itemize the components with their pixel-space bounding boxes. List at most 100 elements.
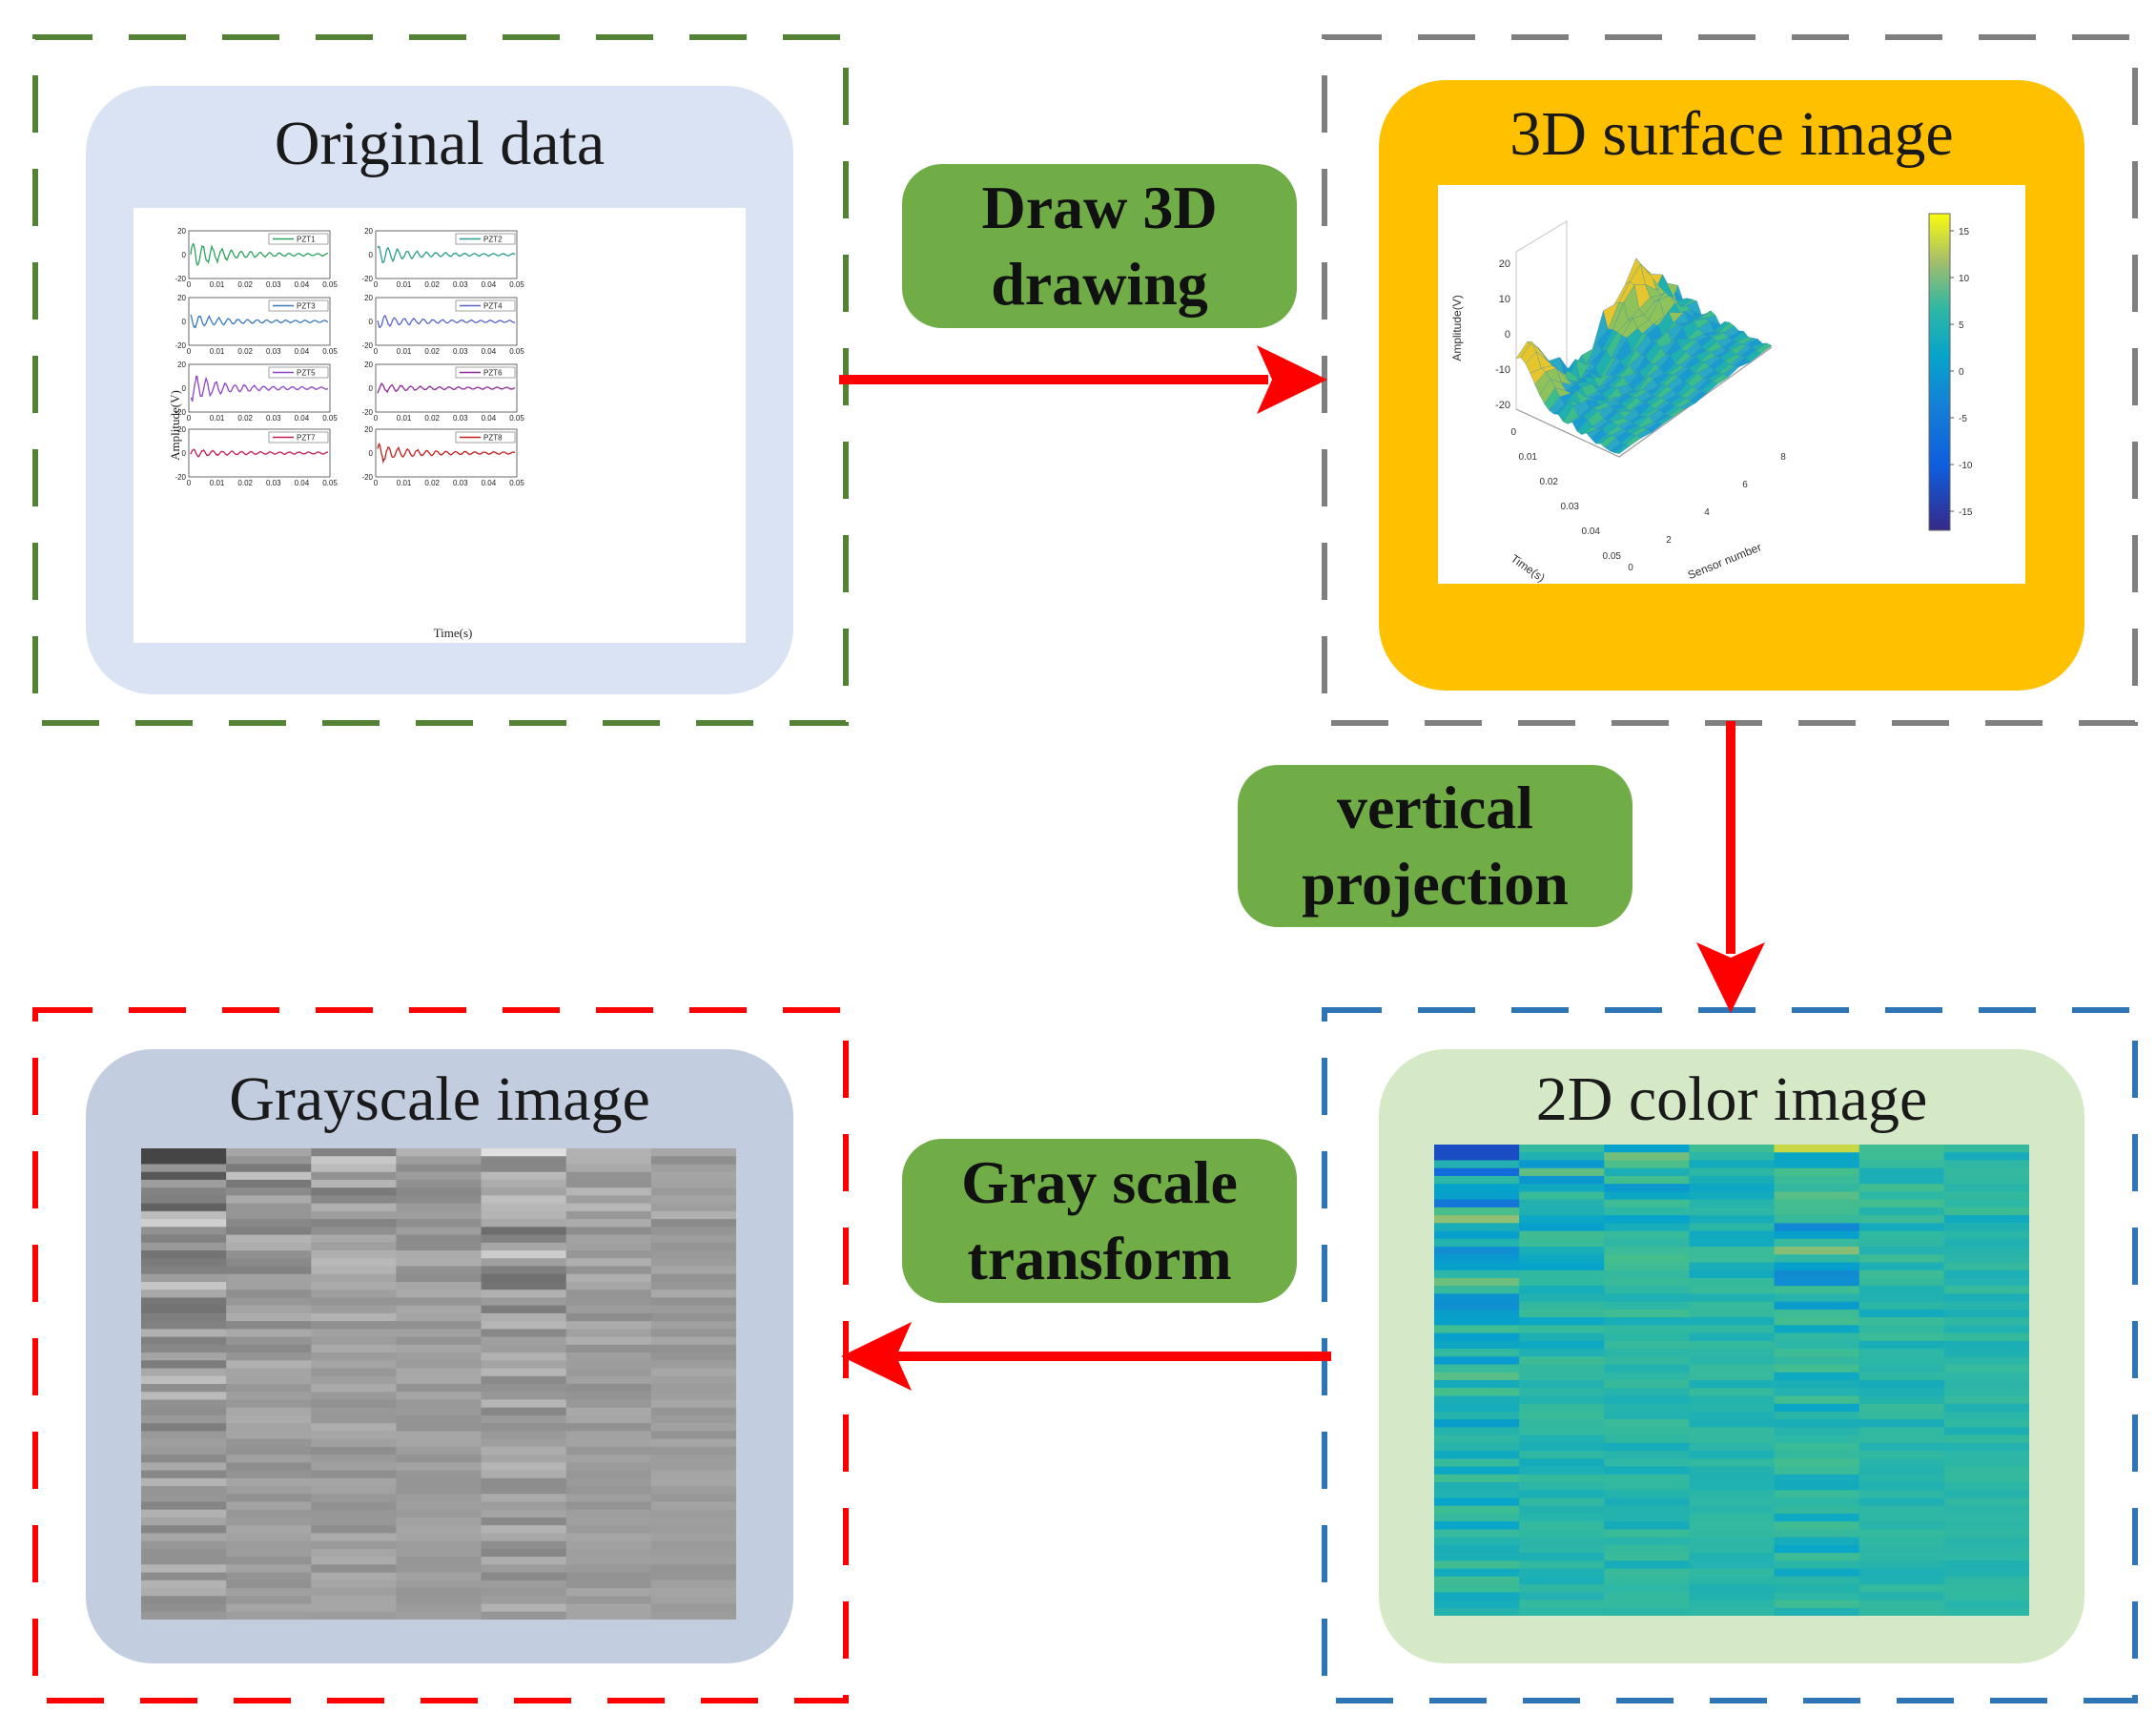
gray-cell [565,1156,652,1166]
color-cell [1943,1301,2029,1311]
gray-cell [226,1486,312,1495]
color-cell [1434,1191,1520,1201]
color-cell [1604,1560,1691,1570]
gray-cell [565,1603,652,1613]
gray-cell [650,1494,736,1503]
color-cell [1604,1607,1691,1616]
x-tick-label: 0.04 [295,479,310,487]
color-cell [1689,1293,1776,1303]
waveform-line [377,442,516,464]
color-cell [1434,1419,1520,1428]
gray-cell [481,1486,567,1495]
x-tick-label: 0.04 [482,347,497,356]
color-cell [1519,1427,1605,1436]
color-cell [1604,1254,1691,1264]
color-cell [1689,1497,1776,1507]
gray-cell [226,1305,312,1314]
color-cell [1774,1482,1860,1491]
gray-cell [481,1462,567,1472]
color-cell [1434,1372,1520,1381]
gray-cell [481,1273,567,1283]
time-tick-label: 0.05 [1603,551,1622,562]
gray-cell [141,1273,227,1283]
gray-cell [396,1329,483,1338]
color-cell [1943,1474,2029,1483]
color-cell [1858,1152,1945,1162]
gray-cell [311,1242,398,1251]
color-cell [1689,1277,1776,1287]
y-tick-label: 20 [364,294,373,302]
color-cell [1689,1184,1776,1192]
color-cell [1519,1553,1605,1561]
color-cell [1519,1592,1605,1601]
color-cell [1689,1600,1776,1609]
color-cell [1774,1427,1860,1436]
color-cell [1943,1521,2029,1531]
gray-cell [396,1179,483,1188]
gray-cell [396,1305,483,1314]
color-cell [1858,1270,1945,1279]
gray-cell [311,1414,398,1424]
color-cell [1943,1513,2029,1522]
color-cell [1604,1247,1691,1255]
color-cell [1604,1349,1691,1357]
gray-cell [396,1273,483,1283]
time-tick-label: 0.01 [1519,452,1538,463]
color-cell [1434,1521,1520,1531]
x-tick-label: 0 [187,347,192,356]
gray-cell [481,1588,567,1597]
color-cell [1519,1309,1605,1318]
color-cell [1689,1223,1776,1232]
gray-cell [481,1242,567,1251]
color-cell [1689,1403,1776,1413]
color-cell [1604,1403,1691,1413]
x-tick-label: 0.01 [210,479,225,487]
color-cell [1858,1199,1945,1208]
gray-cell [650,1242,736,1251]
color-cell [1774,1340,1860,1350]
gray-cell [565,1477,652,1487]
sensor-tick-label: 8 [1780,452,1786,463]
gray-cell [650,1579,736,1589]
color-cell [1434,1592,1520,1601]
gray-cell [141,1329,227,1338]
color-cell [1689,1442,1776,1452]
color-cell [1604,1474,1691,1483]
x-tick-label: 0.02 [424,479,440,487]
gray-cell [650,1148,736,1157]
color-cell [1519,1442,1605,1452]
step-line: vertical [1336,774,1534,841]
waveform-line [377,315,516,329]
color-cell [1943,1317,2029,1326]
x-tick-label: 0.03 [266,347,281,356]
gray-cell [311,1446,398,1455]
surface-facet [1657,274,1674,298]
z-tick-label: -20 [1495,400,1510,411]
gray-cell [226,1250,312,1259]
x-tick-label: 0 [187,479,192,487]
gray-cell [311,1219,398,1228]
color-cell [1774,1544,1860,1554]
color-cell [1434,1388,1520,1397]
x-tick-label: 0.01 [397,414,412,423]
gray-cell [226,1384,312,1393]
gray-cell [650,1431,736,1440]
gray-cell [396,1462,483,1472]
gray-cell [565,1548,652,1558]
color-cell [1519,1474,1605,1483]
color-cell [1774,1223,1860,1232]
gray-cell [650,1219,736,1228]
color-cell [1774,1372,1860,1381]
color-cell [1604,1301,1691,1311]
gray-cell [141,1414,227,1424]
color-cell [1689,1513,1776,1522]
z-tick-label: 20 [1499,258,1510,270]
gray-cell [226,1414,312,1424]
color-cell [1434,1458,1520,1468]
gray-cell [565,1501,652,1511]
color-cell [1943,1607,2029,1616]
gray-cell [311,1462,398,1472]
